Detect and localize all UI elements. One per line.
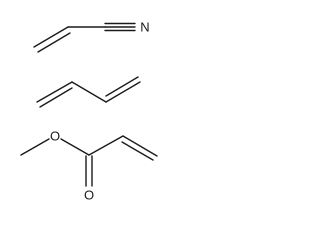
carbonyl-vinyl-bond bbox=[89, 136, 123, 155]
oxygen-carbonyl-carbon-bond bbox=[61, 139, 89, 155]
butadiene-single-bond bbox=[72, 82, 106, 102]
nitrile-nitrogen-label: N bbox=[140, 20, 149, 35]
methyl-acrylate-structure: O O bbox=[21, 129, 157, 203]
ester-oxygen-label: O bbox=[50, 129, 60, 144]
butadiene-double-bond-right bbox=[106, 82, 140, 102]
methyl-oxygen-bond bbox=[21, 139, 49, 155]
acrylonitrile-structure: N bbox=[34, 20, 150, 53]
chemical-structures-canvas: N O O bbox=[0, 0, 179, 221]
butadiene-structure bbox=[37, 77, 140, 107]
carbonyl-oxygen-label: O bbox=[84, 188, 94, 203]
